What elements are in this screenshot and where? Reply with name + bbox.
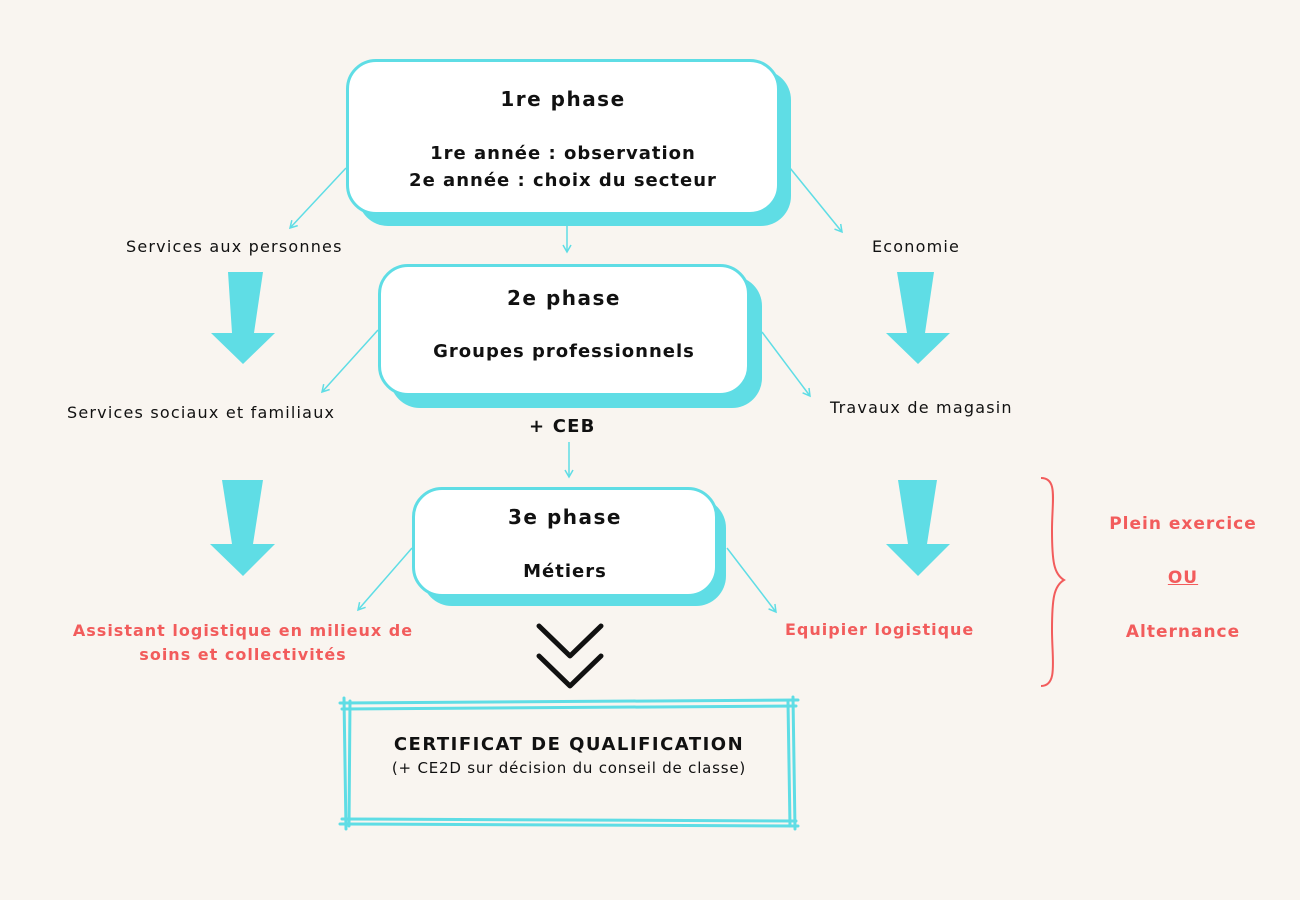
phase2-title: 2e phase bbox=[507, 286, 621, 310]
phase1-line1: 1re année : observation bbox=[430, 143, 696, 164]
left-job-label: Assistant logistique en milieux de soins… bbox=[58, 619, 428, 667]
phase3-title: 3e phase bbox=[508, 505, 622, 529]
phase1-line2: 2e année : choix du secteur bbox=[409, 170, 717, 191]
connector-phase3-left bbox=[357, 547, 413, 612]
left-job-line2: soins et collectivités bbox=[139, 645, 347, 664]
phase3-box: 3e phase Métiers bbox=[412, 487, 718, 597]
curly-brace-icon bbox=[1040, 477, 1066, 687]
left-job-line1: Assistant logistique en milieux de bbox=[72, 621, 414, 640]
connector-phase2-right bbox=[761, 331, 811, 398]
big-arrow-left-1 bbox=[211, 272, 275, 364]
ceb-label: + CEB bbox=[529, 416, 596, 437]
mode-separator: OU bbox=[1167, 568, 1199, 588]
connector-phase1-right bbox=[789, 167, 843, 234]
big-arrow-right-2 bbox=[886, 480, 950, 576]
double-chevron-icon bbox=[536, 623, 604, 689]
phase1-title: 1re phase bbox=[500, 87, 626, 111]
right-sector-label: Economie bbox=[872, 237, 961, 256]
mode-alternance: Alternance bbox=[1125, 622, 1241, 642]
right-job-label: Equipier logistique bbox=[785, 620, 975, 639]
phase3-subtitle: Métiers bbox=[523, 561, 607, 582]
certificate-subtitle: (+ CE2D sur décision du conseil de class… bbox=[391, 759, 747, 777]
connector-phase2-left bbox=[320, 329, 379, 394]
mode-plein-exercice: Plein exercice bbox=[1109, 514, 1257, 534]
big-arrow-right-1 bbox=[886, 272, 950, 364]
phase1-box: 1re phase 1re année : observation 2e ann… bbox=[346, 59, 780, 215]
connector-phase1-left bbox=[288, 167, 347, 230]
right-group-label: Travaux de magasin bbox=[830, 398, 1013, 417]
connector-phase3-right bbox=[726, 547, 777, 614]
left-sector-label: Services aux personnes bbox=[126, 237, 343, 256]
left-group-label: Services sociaux et familiaux bbox=[67, 403, 336, 422]
phase2-box: 2e phase Groupes professionnels bbox=[378, 264, 750, 396]
phase2-subtitle: Groupes professionnels bbox=[433, 341, 695, 362]
certificate-frame bbox=[338, 695, 800, 831]
big-arrow-left-2 bbox=[210, 480, 275, 576]
certificate-title: CERTIFICAT DE QUALIFICATION bbox=[393, 734, 745, 755]
certificate: CERTIFICAT DE QUALIFICATION (+ CE2D sur … bbox=[346, 734, 792, 777]
